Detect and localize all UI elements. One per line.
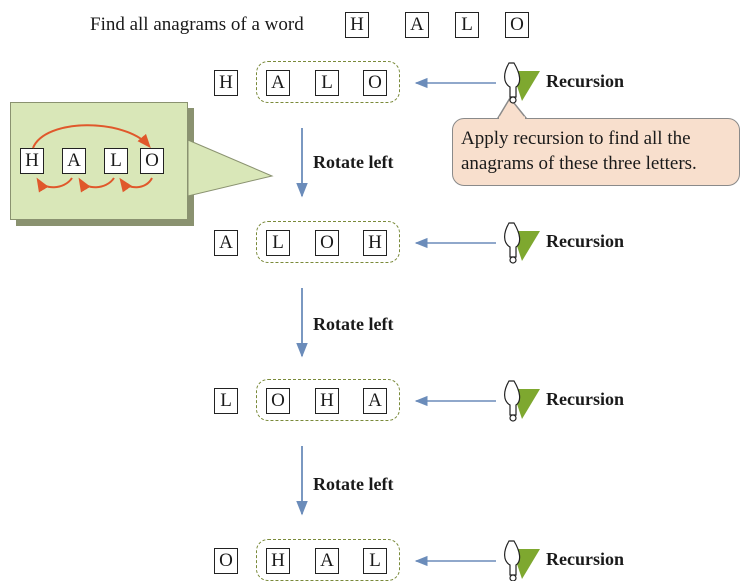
page-title: Find all anagrams of a word xyxy=(90,14,304,35)
lightbulb-icon xyxy=(504,540,540,581)
word-letter-box: O xyxy=(505,12,529,38)
lightbulb-icon xyxy=(504,222,540,264)
row-letter-box: H xyxy=(363,230,387,256)
row-letter-box: O xyxy=(315,230,339,256)
word-letter-box: L xyxy=(455,12,479,38)
inset-pointer xyxy=(187,139,274,197)
row-letter-box: L xyxy=(266,230,290,256)
row-letter-box: A xyxy=(363,388,387,414)
rotate-left-label: Rotate left xyxy=(313,314,394,334)
row-letter-box: L xyxy=(214,388,238,414)
recursion-group xyxy=(256,379,400,421)
recursion-callout: Apply recursion to find all the anagrams… xyxy=(452,118,740,186)
word-letter-box: H xyxy=(345,12,369,38)
row-letter-box: A xyxy=(315,548,339,574)
rotate-left-label: Rotate left xyxy=(313,152,394,172)
inset-letter-box: O xyxy=(140,148,164,174)
inset-letter-box: H xyxy=(20,148,44,174)
row-letter-box: O xyxy=(214,548,238,574)
row-letter-box: L xyxy=(363,548,387,574)
recursion-group xyxy=(256,61,400,103)
row-letter-box: A xyxy=(214,230,238,256)
rotate-curve-arrow xyxy=(119,177,153,193)
row-letter-box: L xyxy=(315,70,339,96)
row-letter-box: O xyxy=(363,70,387,96)
word-letter-box: A xyxy=(405,12,429,38)
inset-letter-box: L xyxy=(104,148,128,174)
callout-line: Apply recursion to find all the xyxy=(461,128,691,149)
rotate-curve-arrow xyxy=(36,177,73,193)
rotate-left-label: Rotate left xyxy=(313,474,394,494)
row-letter-box: H xyxy=(214,70,238,96)
rotate-curve-arrow xyxy=(32,124,151,149)
lightbulb-icon xyxy=(504,62,540,104)
row-letter-box: A xyxy=(266,70,290,96)
row-letter-box: H xyxy=(315,388,339,414)
rotate-curve-arrow xyxy=(78,177,115,193)
recursion-label: Recursion xyxy=(546,231,624,251)
row-letter-box: O xyxy=(266,388,290,414)
callout-line: anagrams of these three letters. xyxy=(461,153,697,174)
recursion-label: Recursion xyxy=(546,389,624,409)
recursion-group xyxy=(256,221,400,263)
recursion-label: Recursion xyxy=(546,549,624,569)
lightbulb-icon xyxy=(504,380,540,422)
row-letter-box: H xyxy=(266,548,290,574)
inset-letter-box: A xyxy=(62,148,86,174)
recursion-label: Recursion xyxy=(546,71,624,91)
